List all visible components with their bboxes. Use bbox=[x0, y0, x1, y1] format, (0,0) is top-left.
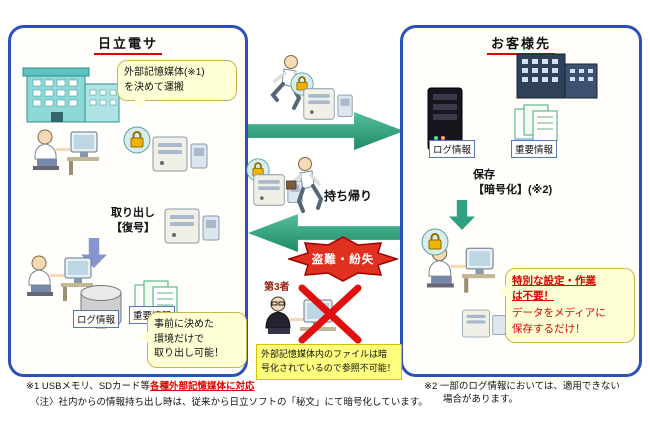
server-rack-icon bbox=[427, 87, 463, 151]
red-x-icon bbox=[298, 284, 362, 344]
employee-workstation-icon bbox=[27, 255, 93, 301]
employee-workstation-icon bbox=[33, 129, 99, 175]
bubble-tail bbox=[497, 285, 507, 297]
retrieve-condition-text: 事前に決めた 環境だけで 取り出し可能！ bbox=[154, 319, 224, 359]
transport-speech-bubble: 外部記憶媒体(※1) を決めて運搬 bbox=[117, 60, 237, 109]
footnote-media-emphasis: 各種外部記憶媒体に対応 bbox=[150, 381, 255, 392]
theft-loss-burst: 盗難・紛失 bbox=[288, 236, 398, 282]
panel-hitachi-title: 日立電サ bbox=[93, 33, 163, 55]
retrieve-decrypt-label: 取り出し 【復号】 bbox=[111, 207, 155, 234]
third-party-label: 第3者 bbox=[264, 282, 290, 293]
panel-hitachi: 日立電サ 外部記憶媒体(※1) を決めて運搬 bbox=[8, 25, 248, 377]
carry-back-label: 持ち帰り bbox=[324, 189, 373, 203]
save-encrypt-label: 保存 【暗号化】(※2) bbox=[473, 169, 553, 196]
storage-drive-icon bbox=[152, 136, 208, 172]
customer-building-icon bbox=[516, 53, 598, 99]
important-info-label: 重要情報 bbox=[511, 140, 558, 158]
log-info-label: ログ情報 bbox=[73, 310, 120, 328]
storage-drive-icon bbox=[164, 208, 220, 244]
retrieve-condition-bubble: 事前に決めた 環境だけで 取り出し可能！ bbox=[139, 312, 247, 368]
log-info-label: ログ情報 bbox=[429, 140, 476, 158]
arrow-down-icon bbox=[449, 200, 475, 230]
transport-speech-text: 外部記憶媒体(※1) を決めて運搬 bbox=[124, 67, 205, 93]
encryption-note-text: 外部記憶媒体内のファイルは暗 号化されているので参照不可能！ bbox=[261, 349, 396, 373]
starburst-icon bbox=[288, 236, 398, 282]
customer-workstation-icon bbox=[427, 245, 496, 293]
office-building-icon bbox=[22, 67, 120, 123]
bubble-tail bbox=[139, 331, 149, 343]
no-special-setup-text: 特別な設定・作業 は不要！ bbox=[512, 275, 596, 303]
bubble-tail bbox=[134, 99, 146, 109]
lock-icon bbox=[421, 228, 449, 256]
footnote-caution: 〈注〉社内からの情報持ち出し時は、従来から日立ソフトの「秘文」にて暗号化していま… bbox=[30, 397, 428, 408]
footnote-log-limitation: ※2 一部のログ情報においては、適用できない 場合があります。 bbox=[424, 381, 620, 405]
encryption-note-box: 外部記憶媒体内のファイルは暗 号化されているので参照不可能！ bbox=[256, 344, 402, 380]
customer-benefit-bubble: 特別な設定・作業 は不要！ データをメディアに 保存するだけ！ bbox=[497, 268, 635, 343]
footnote-media: ※1 USBメモリ、SDカード等各種外部記憶媒体に対応 bbox=[26, 381, 255, 394]
panel-customer: お客様先 ログ情報 重要情報 bbox=[400, 25, 642, 377]
storage-media-icon bbox=[462, 309, 506, 338]
storage-drive-icon bbox=[303, 88, 353, 120]
theft-loss-label: 盗難・紛失 bbox=[311, 254, 375, 266]
lock-icon bbox=[123, 126, 151, 154]
just-save-text: データをメディアに 保存するだけ！ bbox=[512, 307, 606, 335]
walking-person-icon bbox=[286, 157, 324, 213]
footnote-media-plain: ※1 USBメモリ、SDカード等 bbox=[26, 381, 151, 392]
documents-icon bbox=[514, 104, 558, 142]
